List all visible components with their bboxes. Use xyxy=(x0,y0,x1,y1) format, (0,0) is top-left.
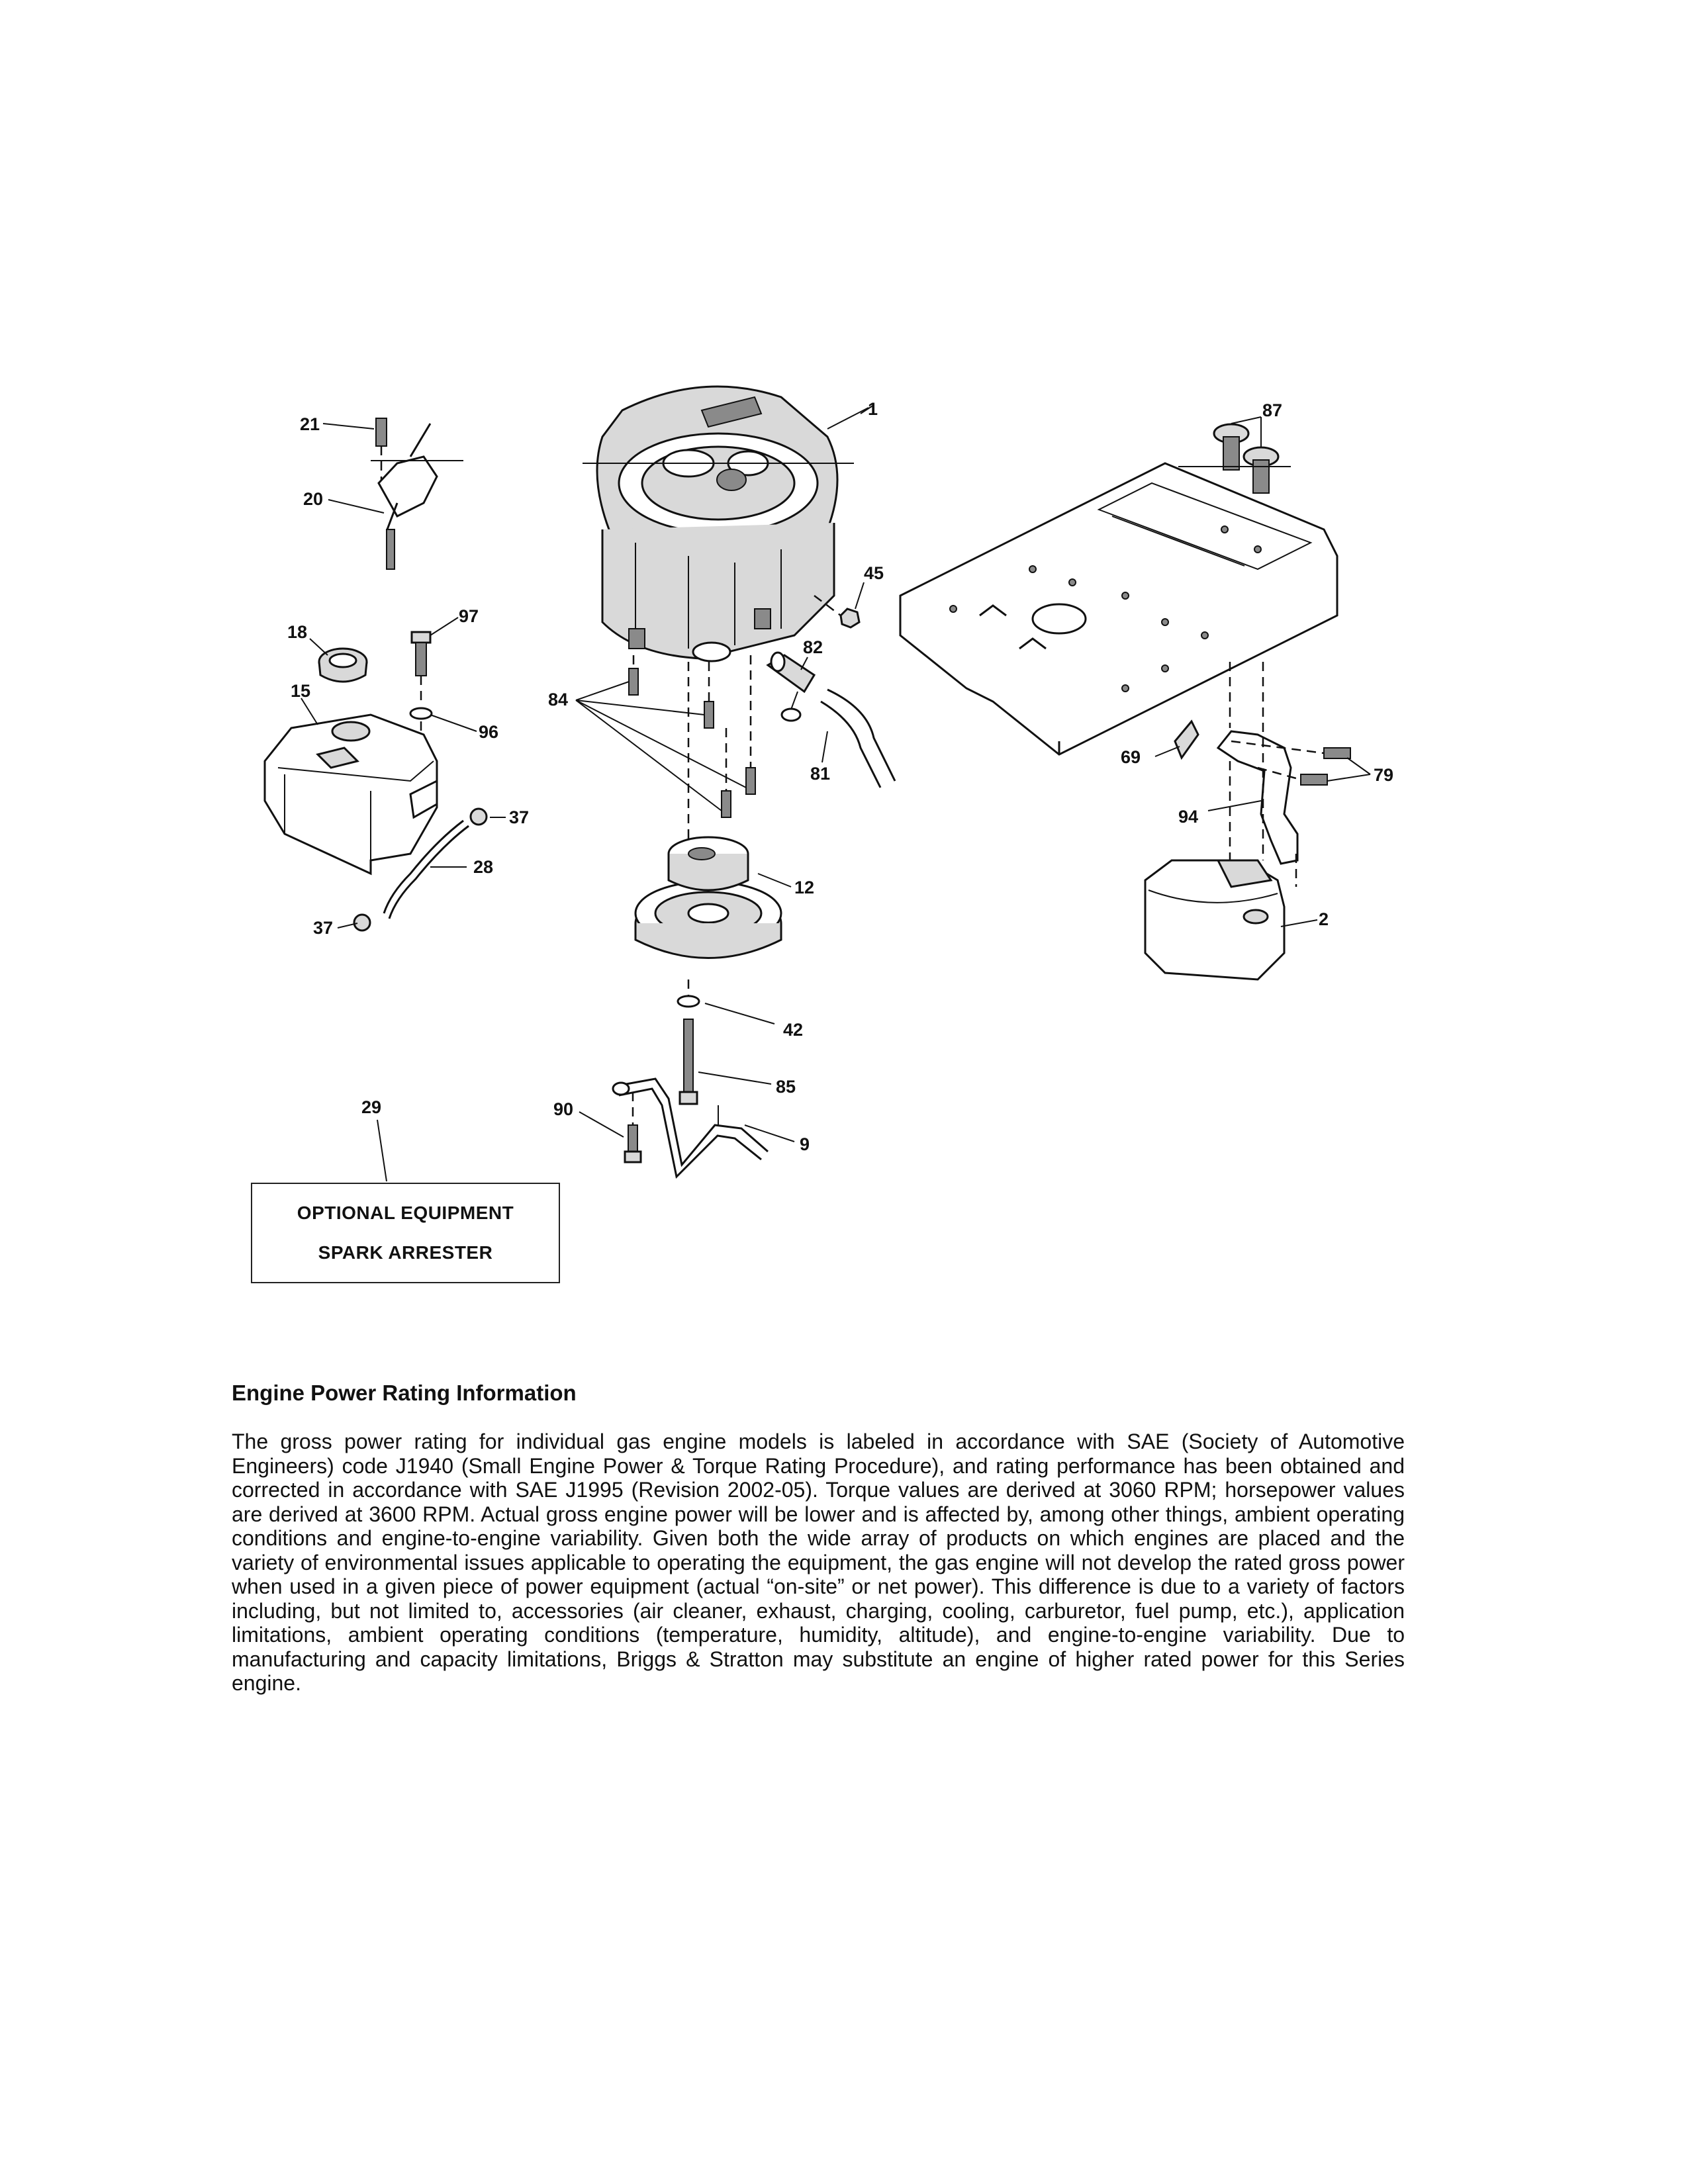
optional-equipment-box: OPTIONAL EQUIPMENT SPARK ARRESTER xyxy=(251,1183,560,1283)
hose-81-drawing xyxy=(820,688,896,788)
leader-lines xyxy=(301,407,1371,1182)
part-label-85: 85 xyxy=(776,1077,796,1097)
fuel-line-drawing xyxy=(353,807,488,932)
part-label-15: 15 xyxy=(291,681,310,701)
engine-power-rating-text: The gross power rating for individual ga… xyxy=(232,1430,1405,1695)
pulley-drawing xyxy=(634,836,782,959)
frame-bolts-drawing xyxy=(1178,416,1291,494)
part-label-96: 96 xyxy=(479,722,498,742)
part-label-21: 21 xyxy=(300,414,320,434)
part-labels: 21 20 1 87 45 18 97 15 82 84 96 81 69 79… xyxy=(287,399,1393,1154)
part-label-18: 18 xyxy=(287,622,307,642)
engine-drawing xyxy=(583,385,874,662)
part-label-42: 42 xyxy=(783,1020,803,1040)
part-label-94: 94 xyxy=(1178,807,1198,827)
part-label-29: 29 xyxy=(361,1097,381,1117)
part-label-1: 1 xyxy=(868,399,878,419)
part-label-79: 79 xyxy=(1374,765,1393,785)
part-label-28: 28 xyxy=(473,857,493,877)
frame-drawing xyxy=(899,462,1338,756)
exhaust-pipe-drawing xyxy=(1174,662,1351,887)
part-label-82: 82 xyxy=(803,637,823,657)
part-label-97: 97 xyxy=(459,606,479,626)
fitting-82-drawing xyxy=(766,651,816,722)
bolt-90-drawing xyxy=(624,1092,642,1163)
part-label-37-top: 37 xyxy=(509,807,529,827)
part-label-87: 87 xyxy=(1262,400,1282,420)
part-label-84: 84 xyxy=(548,690,568,709)
part-label-2: 2 xyxy=(1319,909,1329,929)
throttle-control-drawing xyxy=(371,418,463,570)
muffler-drawing xyxy=(1144,859,1286,981)
spark-arrester-label: SPARK ARRESTER xyxy=(318,1242,493,1263)
nut-45-drawing xyxy=(814,595,861,629)
bolt-85-drawing xyxy=(677,979,700,1105)
part-label-45: 45 xyxy=(864,563,884,583)
part-label-90: 90 xyxy=(553,1099,573,1119)
bolt-97-drawing xyxy=(409,631,433,807)
part-label-9: 9 xyxy=(800,1134,810,1154)
belt-guide-drawing xyxy=(612,1077,769,1179)
fuel-tank-drawing xyxy=(263,713,438,876)
optional-equipment-label: OPTIONAL EQUIPMENT xyxy=(297,1203,514,1223)
engine-power-rating-heading: Engine Power Rating Information xyxy=(232,1381,577,1405)
fuel-cap-drawing xyxy=(318,647,368,683)
bolts-84-drawing xyxy=(628,655,756,841)
part-label-81: 81 xyxy=(810,764,830,784)
part-label-12: 12 xyxy=(794,878,814,897)
part-label-69: 69 xyxy=(1121,747,1141,767)
part-label-20: 20 xyxy=(303,489,323,509)
part-label-37-bottom: 37 xyxy=(313,918,333,938)
